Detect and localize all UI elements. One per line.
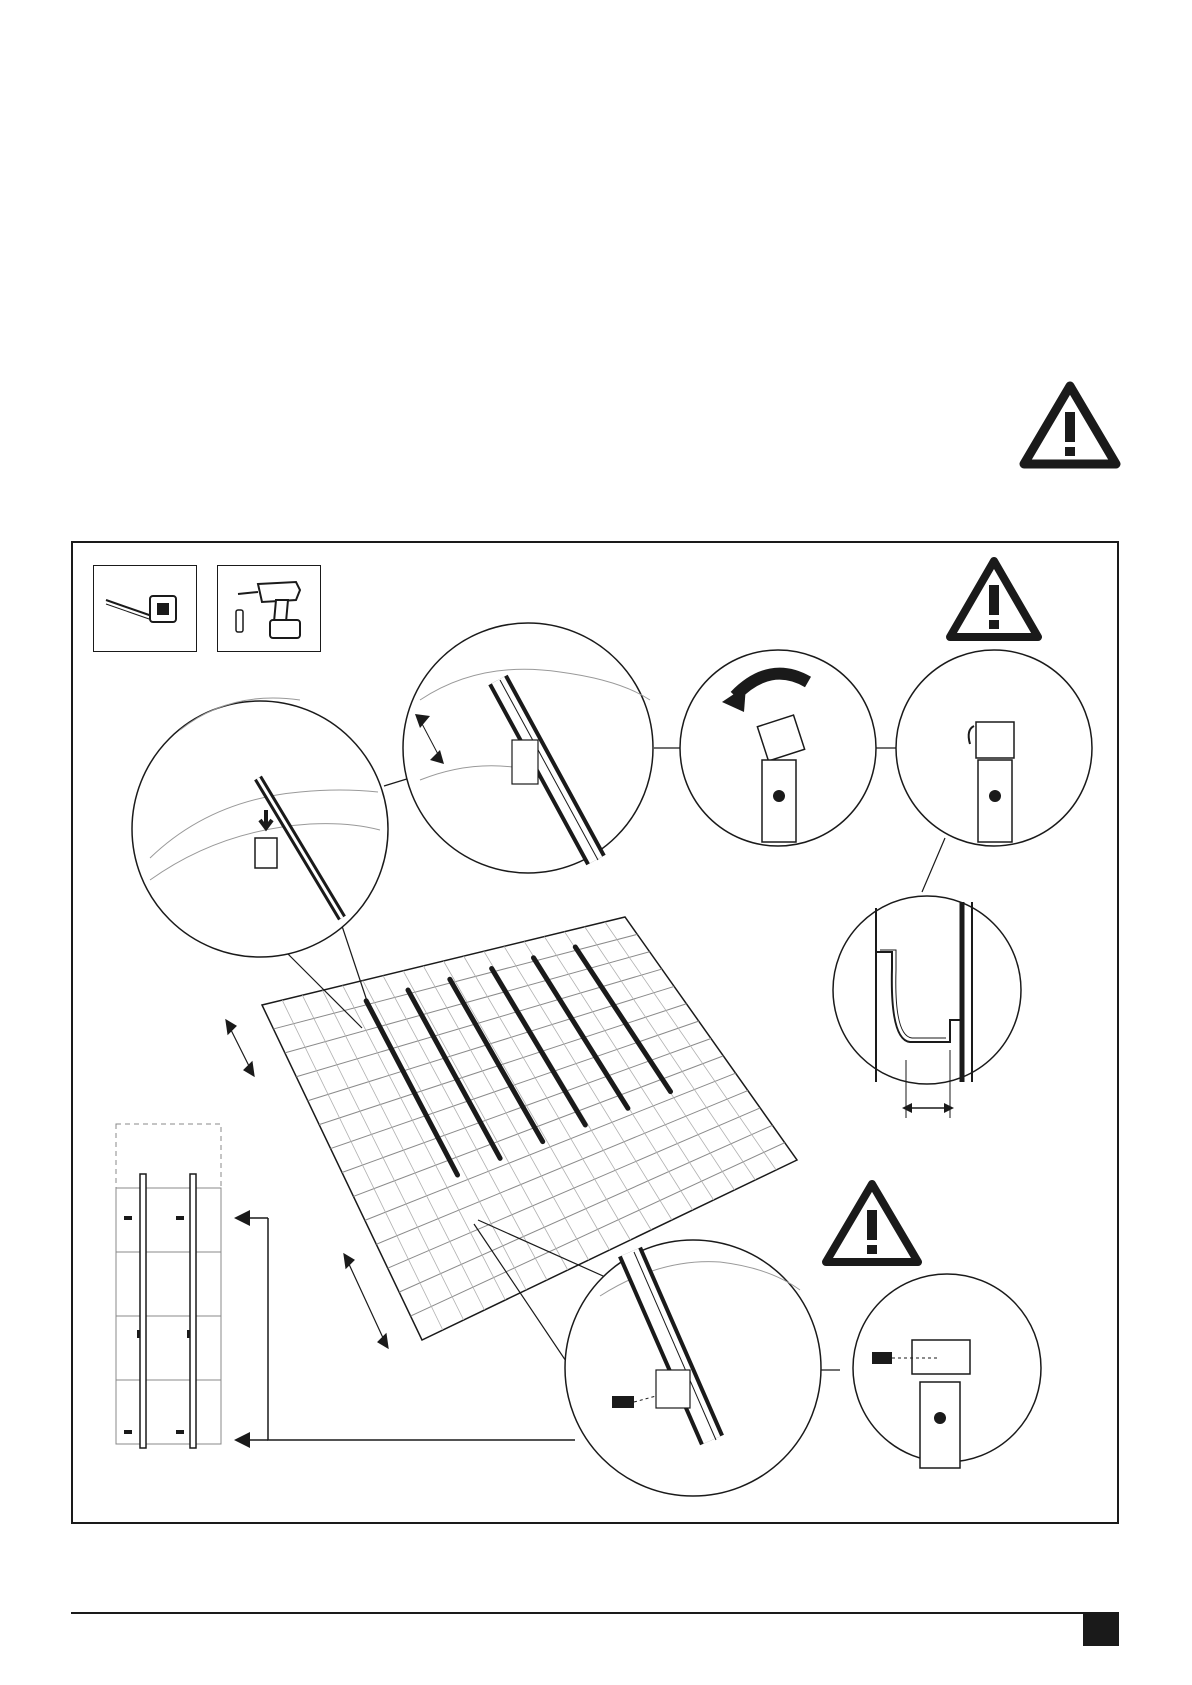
detail-circle-hook-locked	[896, 650, 1092, 846]
detail-circle-rail-mount	[403, 623, 653, 873]
detail-circle-side-gap	[833, 896, 1021, 1118]
footer-rule	[71, 1612, 1119, 1614]
page-number-marker	[1083, 1614, 1119, 1646]
detail-circle-screw-hook	[853, 1274, 1041, 1468]
detail-circle-screw-fixing	[565, 1240, 821, 1496]
detail-circle-hook-placement	[132, 698, 388, 957]
detail-circle-hook-rotate	[680, 650, 876, 846]
